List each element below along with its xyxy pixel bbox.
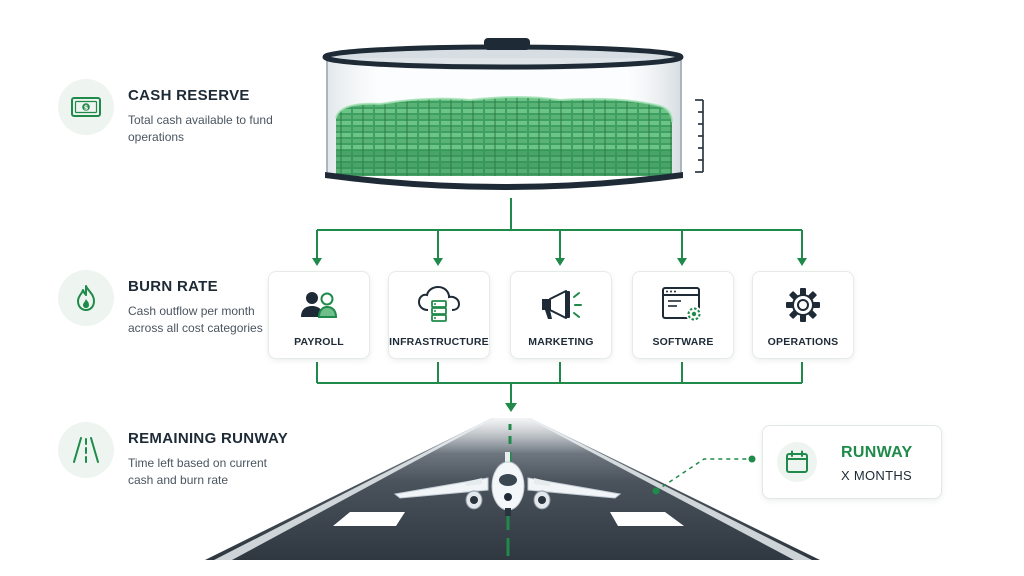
category-label: SOFTWARE <box>652 336 714 348</box>
cash-reserve-description: Total cash available to fund operations <box>128 113 273 144</box>
calendar-icon <box>777 442 817 482</box>
remaining-runway-title: REMAINING RUNWAY <box>128 430 289 447</box>
road-icon <box>58 422 114 478</box>
burn-rate-description: Cash outflow per month across all cost c… <box>128 304 263 335</box>
runway-result-card: RUNWAY X MONTHS <box>762 425 942 499</box>
flame-icon <box>58 270 114 326</box>
category-card-operations: OPERATIONS <box>752 271 854 359</box>
category-card-payroll: PAYROLL <box>268 271 370 359</box>
category-label: INFRASTRUCTURE <box>389 336 489 348</box>
category-card-software: SOFTWARE <box>632 271 734 359</box>
svg-text:$: $ <box>84 104 89 112</box>
browser-gear-icon <box>633 286 733 324</box>
runway-card-value: X MONTHS <box>841 468 913 483</box>
category-label: PAYROLL <box>294 336 344 348</box>
gear-icon <box>753 286 853 324</box>
category-card-marketing: MARKETING <box>510 271 612 359</box>
runway-card-title: RUNWAY <box>841 444 913 461</box>
distribution-connector <box>316 198 803 258</box>
category-label: OPERATIONS <box>767 336 839 348</box>
people-icon <box>269 286 369 324</box>
merge-arrowhead <box>505 403 517 412</box>
cash-jar <box>322 38 684 190</box>
category-label: MARKETING <box>528 336 594 348</box>
cash-reserve-title: CASH RESERVE <box>128 87 250 104</box>
cloud-server-icon <box>389 286 489 324</box>
level-scale <box>695 99 704 173</box>
airplane-icon <box>393 452 622 516</box>
distribution-arrowheads <box>312 258 807 266</box>
megaphone-icon <box>511 286 611 324</box>
remaining-runway-description: Time left based on current cash and burn… <box>128 456 267 487</box>
runway-callout-line <box>652 455 756 495</box>
category-card-infrastructure: INFRASTRUCTURE <box>388 271 490 359</box>
banknote-icon: $ <box>58 79 114 135</box>
burn-rate-title: BURN RATE <box>128 278 218 295</box>
merge-connector <box>316 362 803 404</box>
